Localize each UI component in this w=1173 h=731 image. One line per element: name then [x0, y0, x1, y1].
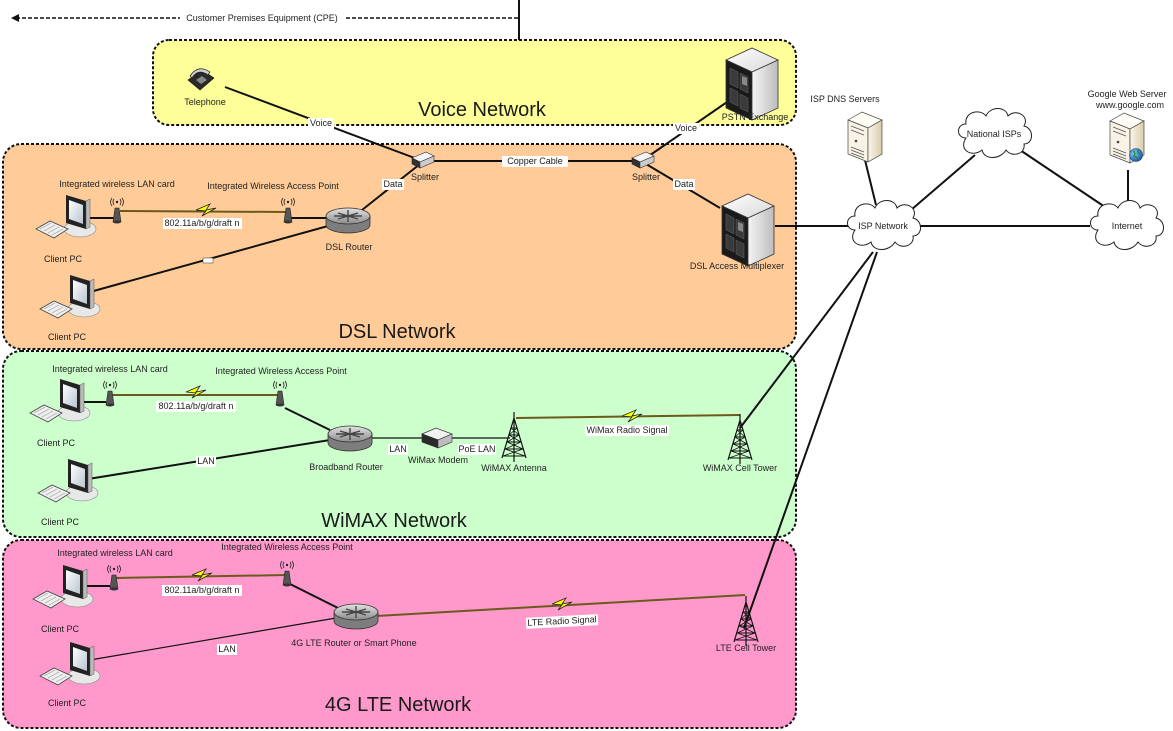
- cpe-boundary-arrow: Customer Premises Equipment (CPE): [11, 0, 520, 40]
- voice-link-label-right: Voice: [675, 123, 697, 133]
- client-pc-label: Client PC: [41, 517, 80, 527]
- pstn-exchange-icon: [725, 47, 779, 121]
- google-server-title: Google Web Server: [1088, 89, 1167, 99]
- dsl-network-title: DSL Network: [338, 321, 456, 343]
- cable-connector-icon: [202, 257, 214, 264]
- splitter-right-node[interactable]: Splitter: [631, 151, 660, 182]
- dsl-client-pc-1[interactable]: Client PC: [35, 194, 97, 264]
- dsl-router-node[interactable]: DSL Router: [325, 207, 373, 252]
- lte-client-pc-2[interactable]: Client PC: [39, 641, 101, 708]
- splitter-right-label: Splitter: [632, 172, 660, 182]
- lte-network-title: 4G LTE Network: [325, 694, 472, 716]
- wimax-cell-tower-node[interactable]: WiMAX Cell Tower: [703, 413, 777, 473]
- lte-router-label: 4G LTE Router or Smart Phone: [291, 638, 416, 648]
- wimax-client-pc-2[interactable]: Client PC: [37, 458, 99, 527]
- google-web-server-node[interactable]: Google Web Server www.google.com: [1088, 89, 1167, 164]
- poe-lan-label: PoE LAN: [458, 444, 495, 454]
- wimax-antenna-label: WiMAX Antenna: [481, 463, 547, 473]
- dslam-icon: [721, 193, 775, 267]
- splitter-left-node[interactable]: Splitter: [411, 151, 439, 182]
- client-pc-label: Client PC: [48, 332, 87, 342]
- internet-cloud[interactable]: Internet: [1090, 200, 1164, 250]
- pstn-exchange-label: PSTN Exchange: [722, 112, 789, 122]
- national-isps-cloud[interactable]: National ISPs: [958, 108, 1032, 158]
- wimax-modem-label: WiMax Modem: [408, 455, 468, 465]
- pstn-exchange-node[interactable]: PSTN Exchange: [722, 47, 789, 122]
- lte-wifi-label: 802.11a/b/g/draft n: [165, 585, 240, 595]
- client-pc-label: Client PC: [44, 254, 83, 264]
- wimax-radio-label: WiMax Radio Signal: [586, 425, 667, 435]
- isp-dns-servers-node[interactable]: ISP DNS Servers: [810, 94, 883, 163]
- wimax-client-pc-1[interactable]: Client PC: [29, 378, 91, 448]
- wimax-cell-tower-label: WiMAX Cell Tower: [703, 463, 777, 473]
- dsl-network-zone: [2, 143, 797, 350]
- router-icon: [325, 207, 371, 234]
- client-pc-label: Client PC: [48, 698, 87, 708]
- lte-router-node[interactable]: 4G LTE Router or Smart Phone: [291, 603, 417, 648]
- broadband-router-node[interactable]: Broadband Router: [309, 425, 383, 472]
- dslam-label: DSL Access Multiplexer: [690, 261, 784, 271]
- voice-link-label-left: Voice: [310, 118, 332, 128]
- wimax-lan2-label: LAN: [389, 444, 407, 454]
- dsl-client-pc-2[interactable]: Client PC: [39, 274, 101, 342]
- router-icon: [327, 425, 373, 452]
- client-pc-label: Client PC: [41, 624, 80, 634]
- dsl-wap-label: Integrated Wireless Access Point: [207, 181, 339, 191]
- cpe-label: Customer Premises Equipment (CPE): [186, 13, 338, 23]
- lte-cell-tower-node[interactable]: LTE Cell Tower: [716, 595, 776, 653]
- copper-cable-label: Copper Cable: [507, 156, 563, 166]
- wimax-antenna-node[interactable]: WiMAX Antenna: [481, 411, 547, 473]
- wimax-lan-label: LAN: [197, 456, 215, 466]
- telephone-label: Telephone: [184, 97, 226, 107]
- globe-icon: [1129, 148, 1143, 162]
- broadband-router-label: Broadband Router: [309, 462, 383, 472]
- wimax-wap-label: Integrated Wireless Access Point: [215, 366, 347, 376]
- splitter-left-label: Splitter: [411, 172, 439, 182]
- telephone-node[interactable]: Telephone: [184, 68, 226, 107]
- lte-client-pc-1[interactable]: Client PC: [32, 564, 94, 634]
- wimax-wlan-card-label: Integrated wireless LAN card: [52, 364, 168, 374]
- wimax-modem-node[interactable]: WiMax Modem: [408, 427, 468, 465]
- wireless-links: [112, 203, 746, 617]
- isp-network-cloud[interactable]: ISP Network: [847, 200, 921, 250]
- lte-wap-label: Integrated Wireless Access Point: [221, 542, 353, 552]
- data-link-label-right: Data: [674, 179, 693, 189]
- isp-network-label: ISP Network: [858, 221, 908, 231]
- dsl-wifi-label: 802.11a/b/g/draft n: [165, 218, 240, 228]
- isp-dns-label: ISP DNS Servers: [810, 94, 880, 104]
- wimax-network-title: WiMAX Network: [321, 510, 468, 532]
- router-icon: [333, 603, 379, 630]
- dsl-wlan-card-label: Integrated wireless LAN card: [59, 179, 175, 189]
- lte-radio-label: LTE Radio Signal: [527, 614, 597, 628]
- lte-lan-label: LAN: [218, 644, 236, 654]
- wimax-wifi-label: 802.11a/b/g/draft n: [159, 401, 234, 411]
- lte-cell-tower-label: LTE Cell Tower: [716, 643, 776, 653]
- google-server-url: www.google.com: [1095, 100, 1164, 110]
- national-isps-label: National ISPs: [967, 129, 1022, 139]
- voice-network-zone: [152, 39, 797, 126]
- voice-network-title: Voice Network: [418, 99, 547, 121]
- data-link-label-left: Data: [383, 179, 402, 189]
- dsl-router-label: DSL Router: [326, 242, 373, 252]
- server-icon: [847, 111, 883, 163]
- internet-label: Internet: [1112, 221, 1143, 231]
- client-pc-label: Client PC: [37, 438, 76, 448]
- dslam-node[interactable]: DSL Access Multiplexer: [690, 193, 784, 271]
- lte-wlan-card-label: Integrated wireless LAN card: [57, 548, 173, 558]
